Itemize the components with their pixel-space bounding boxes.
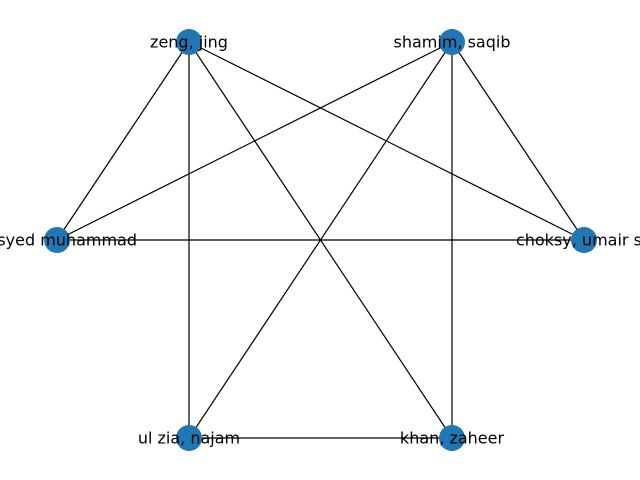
node-label-syed: g, syed muhammad bbox=[0, 231, 137, 250]
edge-zeng-syed bbox=[56, 41, 190, 241]
node-label-ulzia: ul zia, najam bbox=[138, 429, 240, 448]
node-label-choksy: choksy, umair sh bbox=[516, 231, 640, 250]
node-label-shamim: shamim, saqib bbox=[394, 33, 511, 52]
edge-shamim-choksy bbox=[451, 41, 585, 241]
node-choksy bbox=[571, 227, 597, 253]
nodes-layer bbox=[44, 29, 597, 451]
node-zeng bbox=[176, 29, 202, 55]
node-ulzia bbox=[176, 425, 202, 451]
node-syed bbox=[44, 227, 70, 253]
edges-layer bbox=[56, 41, 585, 439]
node-khan bbox=[439, 425, 465, 451]
edge-shamim-syed bbox=[56, 41, 453, 241]
labels-layer: zeng, jing shamim, saqib g, syed muhammad c… bbox=[0, 33, 640, 448]
node-label-khan: khan, zaheer bbox=[400, 429, 505, 448]
node-shamim bbox=[439, 29, 465, 55]
node-label-zeng: zeng, jing bbox=[150, 33, 228, 52]
